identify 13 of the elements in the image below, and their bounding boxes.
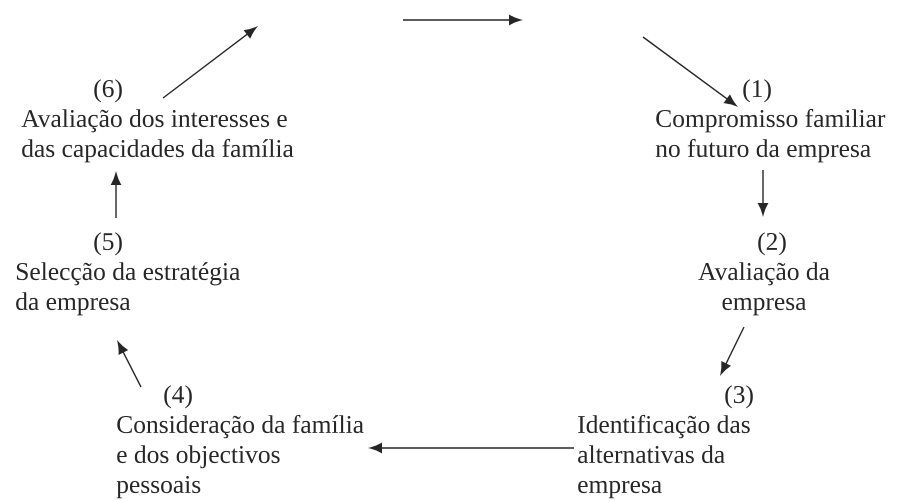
arrow bbox=[720, 326, 745, 374]
arrow bbox=[758, 170, 768, 215]
arrow bbox=[118, 342, 142, 388]
arrow bbox=[370, 443, 574, 453]
arrow bbox=[111, 173, 121, 218]
step-text: (6) Avaliação dos interesses e das capacidades da família bbox=[21, 79, 294, 162]
step-text: (5) Selecção da estratégia da empresa bbox=[16, 232, 240, 316]
step-text: (4) Consideração da família e dos objectivos pessoais bbox=[116, 385, 364, 498]
step-text: (3) Identificação das alternativas da empresa bbox=[578, 385, 753, 498]
arrow bbox=[162, 26, 256, 99]
arrow bbox=[642, 36, 736, 106]
step-text: (2) Avaliação da empresa bbox=[698, 232, 830, 316]
step-text: (1) Compromisso familiar no futuro da empresa bbox=[656, 79, 886, 162]
